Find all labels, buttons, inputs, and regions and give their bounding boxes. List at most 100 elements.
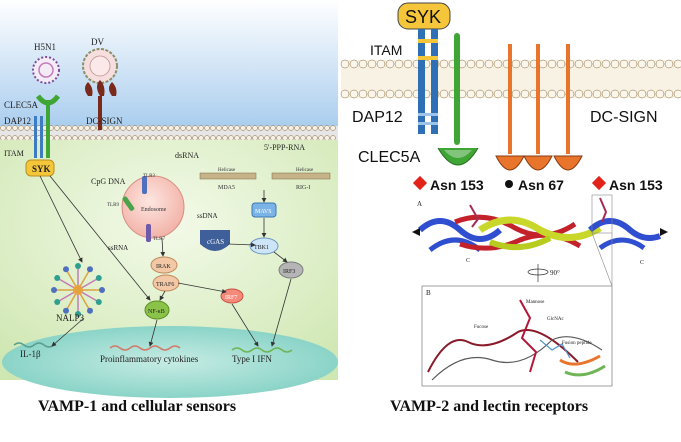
membrane-bead [439, 89, 449, 99]
membrane-bead [54, 135, 60, 141]
membrane-bead [24, 125, 30, 131]
panel-a-label: A [417, 200, 422, 208]
ssrna-label: ssRNA [108, 244, 128, 252]
panel-b-label: B [426, 289, 431, 297]
h5n1-virus [32, 56, 60, 84]
membrane-bead [12, 125, 18, 131]
membrane-bead [132, 125, 138, 131]
membrane-bead [6, 125, 12, 131]
tbk1-label: TBK1 [254, 245, 269, 251]
clec5a-label-right: CLEC5A [358, 149, 421, 166]
ssdna-label: ssDNA [197, 212, 218, 220]
membrane-bead [240, 125, 246, 131]
dc-sign-left [85, 80, 117, 130]
membrane-bead [318, 125, 324, 131]
membrane-bead [96, 135, 102, 141]
zoom-box [421, 285, 613, 387]
membrane-bead [673, 59, 681, 69]
membrane-bead [234, 135, 240, 141]
membrane-bead [228, 135, 234, 141]
membrane-bead [294, 135, 300, 141]
nalp3-subunit [75, 263, 81, 269]
membrane-bead [324, 135, 330, 141]
membrane-bead [138, 125, 144, 131]
membrane-bead [520, 89, 530, 99]
dc-sign-label-right: DC-SIGN [590, 109, 658, 126]
membrane-bead [475, 59, 485, 69]
membrane-bead [520, 59, 530, 69]
nalp3-subunit [63, 307, 69, 314]
membrane-bead [376, 89, 386, 99]
cgas-label: cGAS [207, 238, 224, 246]
membrane-bead [493, 89, 503, 99]
membrane-bead [637, 59, 647, 69]
left-caption: VAMP-1 and cellular sensors [38, 398, 237, 415]
membrane-bead [186, 125, 192, 131]
membrane-bead [66, 135, 72, 141]
mavs-label: MAVS [255, 209, 272, 215]
membrane-bead [168, 125, 174, 131]
nalp3-inflammasome [51, 263, 105, 317]
membrane-bead [180, 125, 186, 131]
membrane-bead [475, 89, 485, 99]
membrane-bead [358, 59, 368, 69]
rig1-helicase [271, 172, 331, 180]
membrane-bead [102, 125, 108, 131]
membrane-bead [466, 59, 476, 69]
membrane-bead [619, 59, 629, 69]
dap12-label-right: DAP12 [352, 109, 403, 126]
nalp3-subunit [54, 299, 61, 305]
membrane-bead [300, 135, 306, 141]
membrane-bead [349, 89, 359, 99]
membrane-bead [114, 125, 120, 131]
endosome-label: Endosome [141, 207, 167, 213]
dap12-right [418, 29, 438, 134]
membrane-bead [156, 125, 162, 131]
membrane-bead [174, 135, 180, 141]
nfkb-shape [144, 300, 170, 320]
mda5-helicase [199, 172, 257, 180]
itam-label-right: ITAM [370, 42, 402, 58]
membrane-bead [246, 135, 252, 141]
membrane-bead [246, 125, 252, 131]
membrane-bead [228, 125, 234, 131]
membrane-bead [276, 125, 282, 131]
membrane-bead [18, 125, 24, 131]
dna-strand-3 [231, 347, 293, 353]
membrane-bead [156, 135, 162, 141]
tlr7-receptor [146, 224, 151, 242]
membrane-bead [54, 125, 60, 131]
membrane-bead [270, 135, 276, 141]
left-membrane-beads [0, 125, 336, 141]
membrane-bead [234, 125, 240, 131]
membrane-bead [493, 59, 503, 69]
membrane-bead [204, 125, 210, 131]
membrane-bead [240, 135, 246, 141]
tlr7-label: TLR7 [153, 237, 165, 242]
membrane-bead [367, 59, 377, 69]
membrane-bead [114, 135, 120, 141]
membrane-bead [637, 89, 647, 99]
membrane-bead [60, 135, 66, 141]
membrane-bead [18, 135, 24, 141]
nfkb-label: NF-κB [148, 309, 165, 315]
membrane-bead [619, 89, 629, 99]
membrane-bead [294, 125, 300, 131]
membrane-bead [547, 59, 557, 69]
c-label-right: C [640, 260, 644, 266]
irf3-label: IRF3 [283, 269, 295, 275]
membrane-bead [108, 125, 114, 131]
nalp3-subunit [87, 307, 93, 314]
glcnac-label: GlcNAc [547, 317, 564, 322]
nalp3-subunit [51, 287, 57, 293]
traf6-label: TRAF6 [156, 282, 174, 288]
membrane-bead [222, 135, 228, 141]
dap12-label-left: DAP12 [4, 116, 31, 126]
membrane-bead [0, 135, 6, 141]
nalp3-subunit [95, 299, 102, 305]
membrane-bead [264, 125, 270, 131]
membrane-bead [324, 125, 330, 131]
membrane-bead [556, 89, 566, 99]
asn153-right-marker [591, 175, 607, 191]
